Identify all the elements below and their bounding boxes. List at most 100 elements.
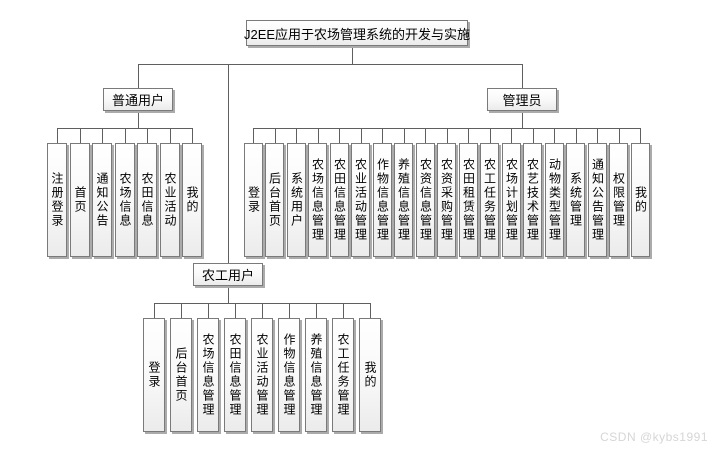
group-node-admin-label: 管理员 [502, 93, 542, 108]
tree-node-label: 农场信息 [118, 172, 132, 228]
connector-line [296, 128, 297, 143]
connector-line [316, 303, 317, 318]
tree-node-label: 登录 [246, 186, 261, 214]
tree-node-label: 农田信息管理 [228, 333, 242, 417]
connector-line [533, 128, 534, 143]
tree-node-label: 权限管理 [611, 172, 626, 228]
tree-node-label: 农场计划管理 [504, 158, 519, 242]
tree-node-label: 通知公告管理 [590, 158, 605, 242]
tree-node-label: 养殖信息管理 [309, 333, 323, 417]
tree-node: 农业活动管理 [351, 143, 370, 257]
connector-line [138, 64, 523, 65]
connector-line [235, 303, 236, 318]
tree-node: 动物类型管理 [545, 143, 564, 257]
tree-node: 登录 [143, 318, 165, 432]
connector-line [289, 303, 290, 318]
tree-node: 农田信息 [137, 143, 157, 257]
connector-line [382, 128, 383, 143]
tree-node-label: 农业活动 [163, 172, 177, 228]
tree-node-label: 作物信息管理 [282, 333, 296, 417]
tree-node: 权限管理 [609, 143, 628, 257]
tree-node: 通知公告管理 [588, 143, 607, 257]
tree-node: 农资采购管理 [437, 143, 456, 257]
tree-node: 农艺技术管理 [523, 143, 542, 257]
tree-node: 农业活动 [160, 143, 180, 257]
connector-line [576, 128, 577, 143]
group-node-farm-worker-label: 农工用户 [201, 268, 254, 283]
connector-line [262, 303, 263, 318]
connector-line [57, 128, 58, 143]
connector-line [138, 64, 139, 88]
tree-node-label: 系统管理 [568, 172, 583, 228]
tree-node: 农田信息管理 [330, 143, 349, 257]
connector-line [275, 128, 276, 143]
tree-node: 系统用户 [287, 143, 306, 257]
tree-node-label: 后台首页 [174, 347, 188, 403]
tree-node-label: 首页 [73, 186, 87, 214]
tree-node: 我的 [359, 318, 381, 432]
tree-node-label: 农工任务管理 [336, 333, 350, 417]
tree-node-label: 我的 [185, 186, 199, 214]
tree-node-label: 系统用户 [289, 172, 304, 228]
tree-node: 农业活动管理 [251, 318, 273, 432]
tree-node-label: 作物信息管理 [375, 158, 390, 242]
connector-line [343, 303, 344, 318]
tree-node: 农资信息管理 [416, 143, 435, 257]
tree-node: 登录 [244, 143, 263, 257]
connector-line [208, 303, 209, 318]
root-node-label: J2EE应用于农场管理系统的开发与实施 [243, 26, 471, 42]
tree-node-label: 农场信息管理 [201, 333, 215, 417]
connector-line [102, 128, 103, 143]
tree-node: 农田租赁管理 [459, 143, 478, 257]
connector-line [80, 128, 81, 143]
connector-line [370, 303, 371, 318]
connector-line [125, 128, 126, 143]
tree-node-label: 农工任务管理 [482, 158, 497, 242]
group-node-regular-user: 普通用户 [103, 88, 173, 111]
tree-node-label: 养殖信息管理 [396, 158, 411, 242]
tree-node-label: 通知公告 [95, 172, 109, 228]
tree-node: 系统管理 [566, 143, 585, 257]
connector-line [554, 128, 555, 143]
tree-node-label: 农业活动管理 [353, 158, 368, 242]
tree-node: 养殖信息管理 [394, 143, 413, 257]
connector-line [253, 128, 254, 143]
connector-line [522, 111, 523, 128]
tree-node: 通知公告 [92, 143, 112, 257]
connector-line [361, 128, 362, 143]
group-node-regular-user-label: 普通用户 [111, 93, 164, 108]
tree-node: 我的 [182, 143, 202, 257]
tree-node: 农场计划管理 [502, 143, 521, 257]
tree-node: 农田信息管理 [224, 318, 246, 432]
tree-node: 农场信息 [115, 143, 135, 257]
connector-line [447, 128, 448, 143]
tree-node: 后台首页 [170, 318, 192, 432]
connector-line [318, 128, 319, 143]
connector-line [170, 128, 171, 143]
tree-node-label: 我的 [363, 361, 377, 389]
connector-line [192, 128, 193, 143]
connector-line [640, 128, 641, 143]
connector-line [468, 128, 469, 143]
connector-line [181, 303, 182, 318]
tree-node-label: 农田租赁管理 [461, 158, 476, 242]
tree-node: 作物信息管理 [373, 143, 392, 257]
tree-node: 农工任务管理 [480, 143, 499, 257]
group-node-farm-worker: 农工用户 [193, 263, 263, 286]
connector-line [597, 128, 598, 143]
connector-line [138, 111, 139, 128]
tree-node-label: 登录 [147, 361, 161, 389]
tree-node: 后台首页 [265, 143, 284, 257]
tree-node: 作物信息管理 [278, 318, 300, 432]
tree-node: 注册登录 [47, 143, 67, 257]
watermark-text: CSDN @kybs1991 [600, 430, 708, 444]
tree-node-label: 农田信息管理 [332, 158, 347, 242]
tree-node-label: 农艺技术管理 [525, 158, 540, 242]
tree-node: 养殖信息管理 [305, 318, 327, 432]
root-node: J2EE应用于农场管理系统的开发与实施 [243, 20, 471, 46]
connector-line [522, 64, 523, 88]
group-node-admin: 管理员 [487, 88, 557, 111]
connector-line [228, 286, 229, 303]
tree-node-label: 农业活动管理 [255, 333, 269, 417]
